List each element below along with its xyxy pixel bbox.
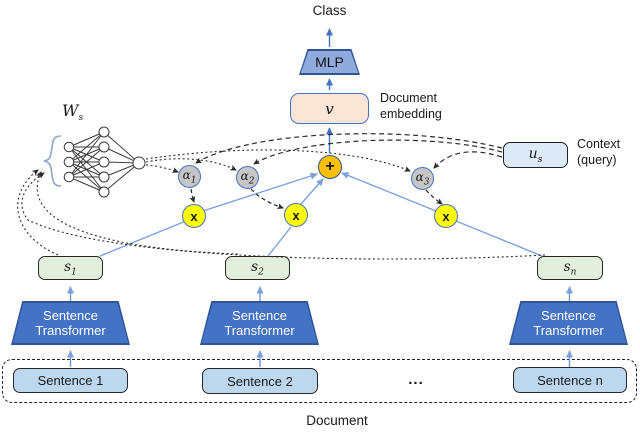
multiply2-node: x bbox=[284, 203, 308, 227]
v-label: v bbox=[325, 99, 334, 118]
scoring-network-sketch bbox=[63, 126, 146, 198]
multiply3-node: x bbox=[434, 204, 458, 228]
sentence2-box: Sentence 2 bbox=[202, 368, 318, 394]
alpha3-node: α3 bbox=[411, 167, 434, 190]
alpha2-node: α2 bbox=[236, 166, 259, 189]
context-query-curves bbox=[195, 133, 503, 169]
sn-embedding-node: sn bbox=[537, 256, 603, 280]
document-dashed-container bbox=[2, 359, 637, 403]
brace bbox=[43, 135, 62, 187]
mlp-label: MLP bbox=[315, 53, 344, 70]
sum-node: + bbox=[318, 155, 342, 179]
column-arrows bbox=[67, 286, 573, 367]
class-label: Class bbox=[312, 2, 347, 18]
alpha1-node: α1 bbox=[178, 165, 201, 188]
sentence-ellipsis: ... bbox=[408, 370, 424, 388]
alpha-to-multiply-arrows bbox=[189, 188, 443, 209]
sentence1-box: Sentence 1 bbox=[13, 368, 128, 393]
mlp-trapezoid: MLP bbox=[299, 49, 360, 75]
s1-embedding-node: s1 bbox=[38, 256, 103, 280]
document-label: Document bbox=[306, 412, 368, 428]
score-input-curves bbox=[17, 169, 546, 260]
ws-weights-label: Ws bbox=[62, 101, 84, 124]
sentencen-box: Sentence n bbox=[513, 367, 627, 393]
weighted-sum-lines bbox=[99, 172, 543, 257]
context-vector-node: us bbox=[503, 142, 568, 168]
s2-embedding-node: s2 bbox=[225, 256, 290, 280]
context-query-caption: Context (query) bbox=[577, 137, 621, 167]
multiply1-node: x bbox=[182, 204, 206, 228]
document-embedding-node: v bbox=[290, 93, 369, 124]
document-embedding-caption: Document embedding bbox=[380, 91, 442, 121]
